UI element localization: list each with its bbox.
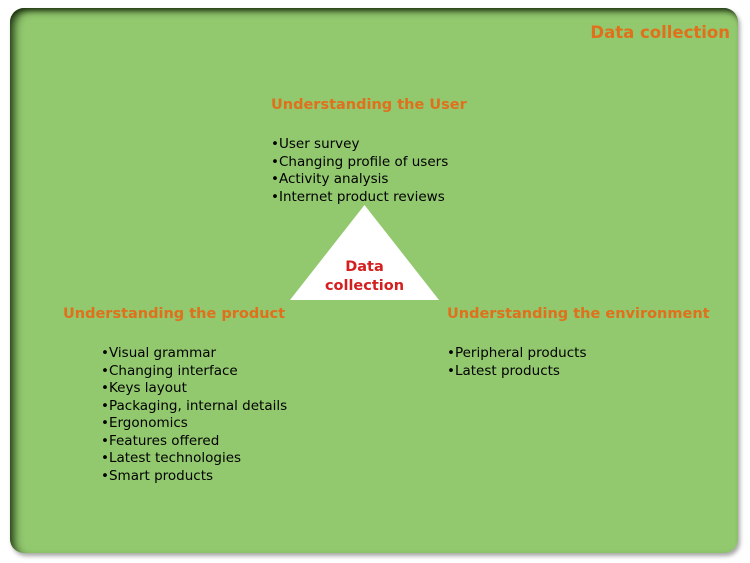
- list-item: Activity analysis: [271, 171, 448, 189]
- list-item: Latest technologies: [101, 450, 287, 468]
- slide-title: Data collection: [590, 23, 730, 42]
- list-item: Keys layout: [101, 380, 287, 398]
- product-list: Visual grammar Changing interface Keys l…: [101, 345, 287, 485]
- list-item: Changing interface: [101, 363, 287, 381]
- list-item: User survey: [271, 136, 448, 154]
- list-item: Packaging, internal details: [101, 398, 287, 416]
- list-item: Visual grammar: [101, 345, 287, 363]
- list-item: Smart products: [101, 468, 287, 486]
- slide: Data collection Understanding the User U…: [10, 8, 738, 553]
- center-label-line1: Data: [345, 259, 384, 275]
- environment-list: Peripheral products Latest products: [447, 345, 587, 380]
- triangle-shape: [290, 205, 439, 300]
- list-item: Changing profile of users: [271, 154, 448, 172]
- user-list: User survey Changing profile of users Ac…: [271, 136, 448, 206]
- center-label-line2: collection: [324, 278, 405, 294]
- user-heading: Understanding the User: [271, 97, 467, 113]
- list-item: Ergonomics: [101, 415, 287, 433]
- center-triangle: [290, 205, 439, 300]
- list-item: Peripheral products: [447, 345, 587, 363]
- list-item: Features offered: [101, 433, 287, 451]
- list-item: Latest products: [447, 363, 587, 381]
- list-item: Internet product reviews: [271, 189, 448, 207]
- center-label: Data collection: [290, 258, 439, 296]
- product-heading: Understanding the product: [63, 306, 286, 322]
- environment-heading: Understanding the environment: [447, 306, 710, 322]
